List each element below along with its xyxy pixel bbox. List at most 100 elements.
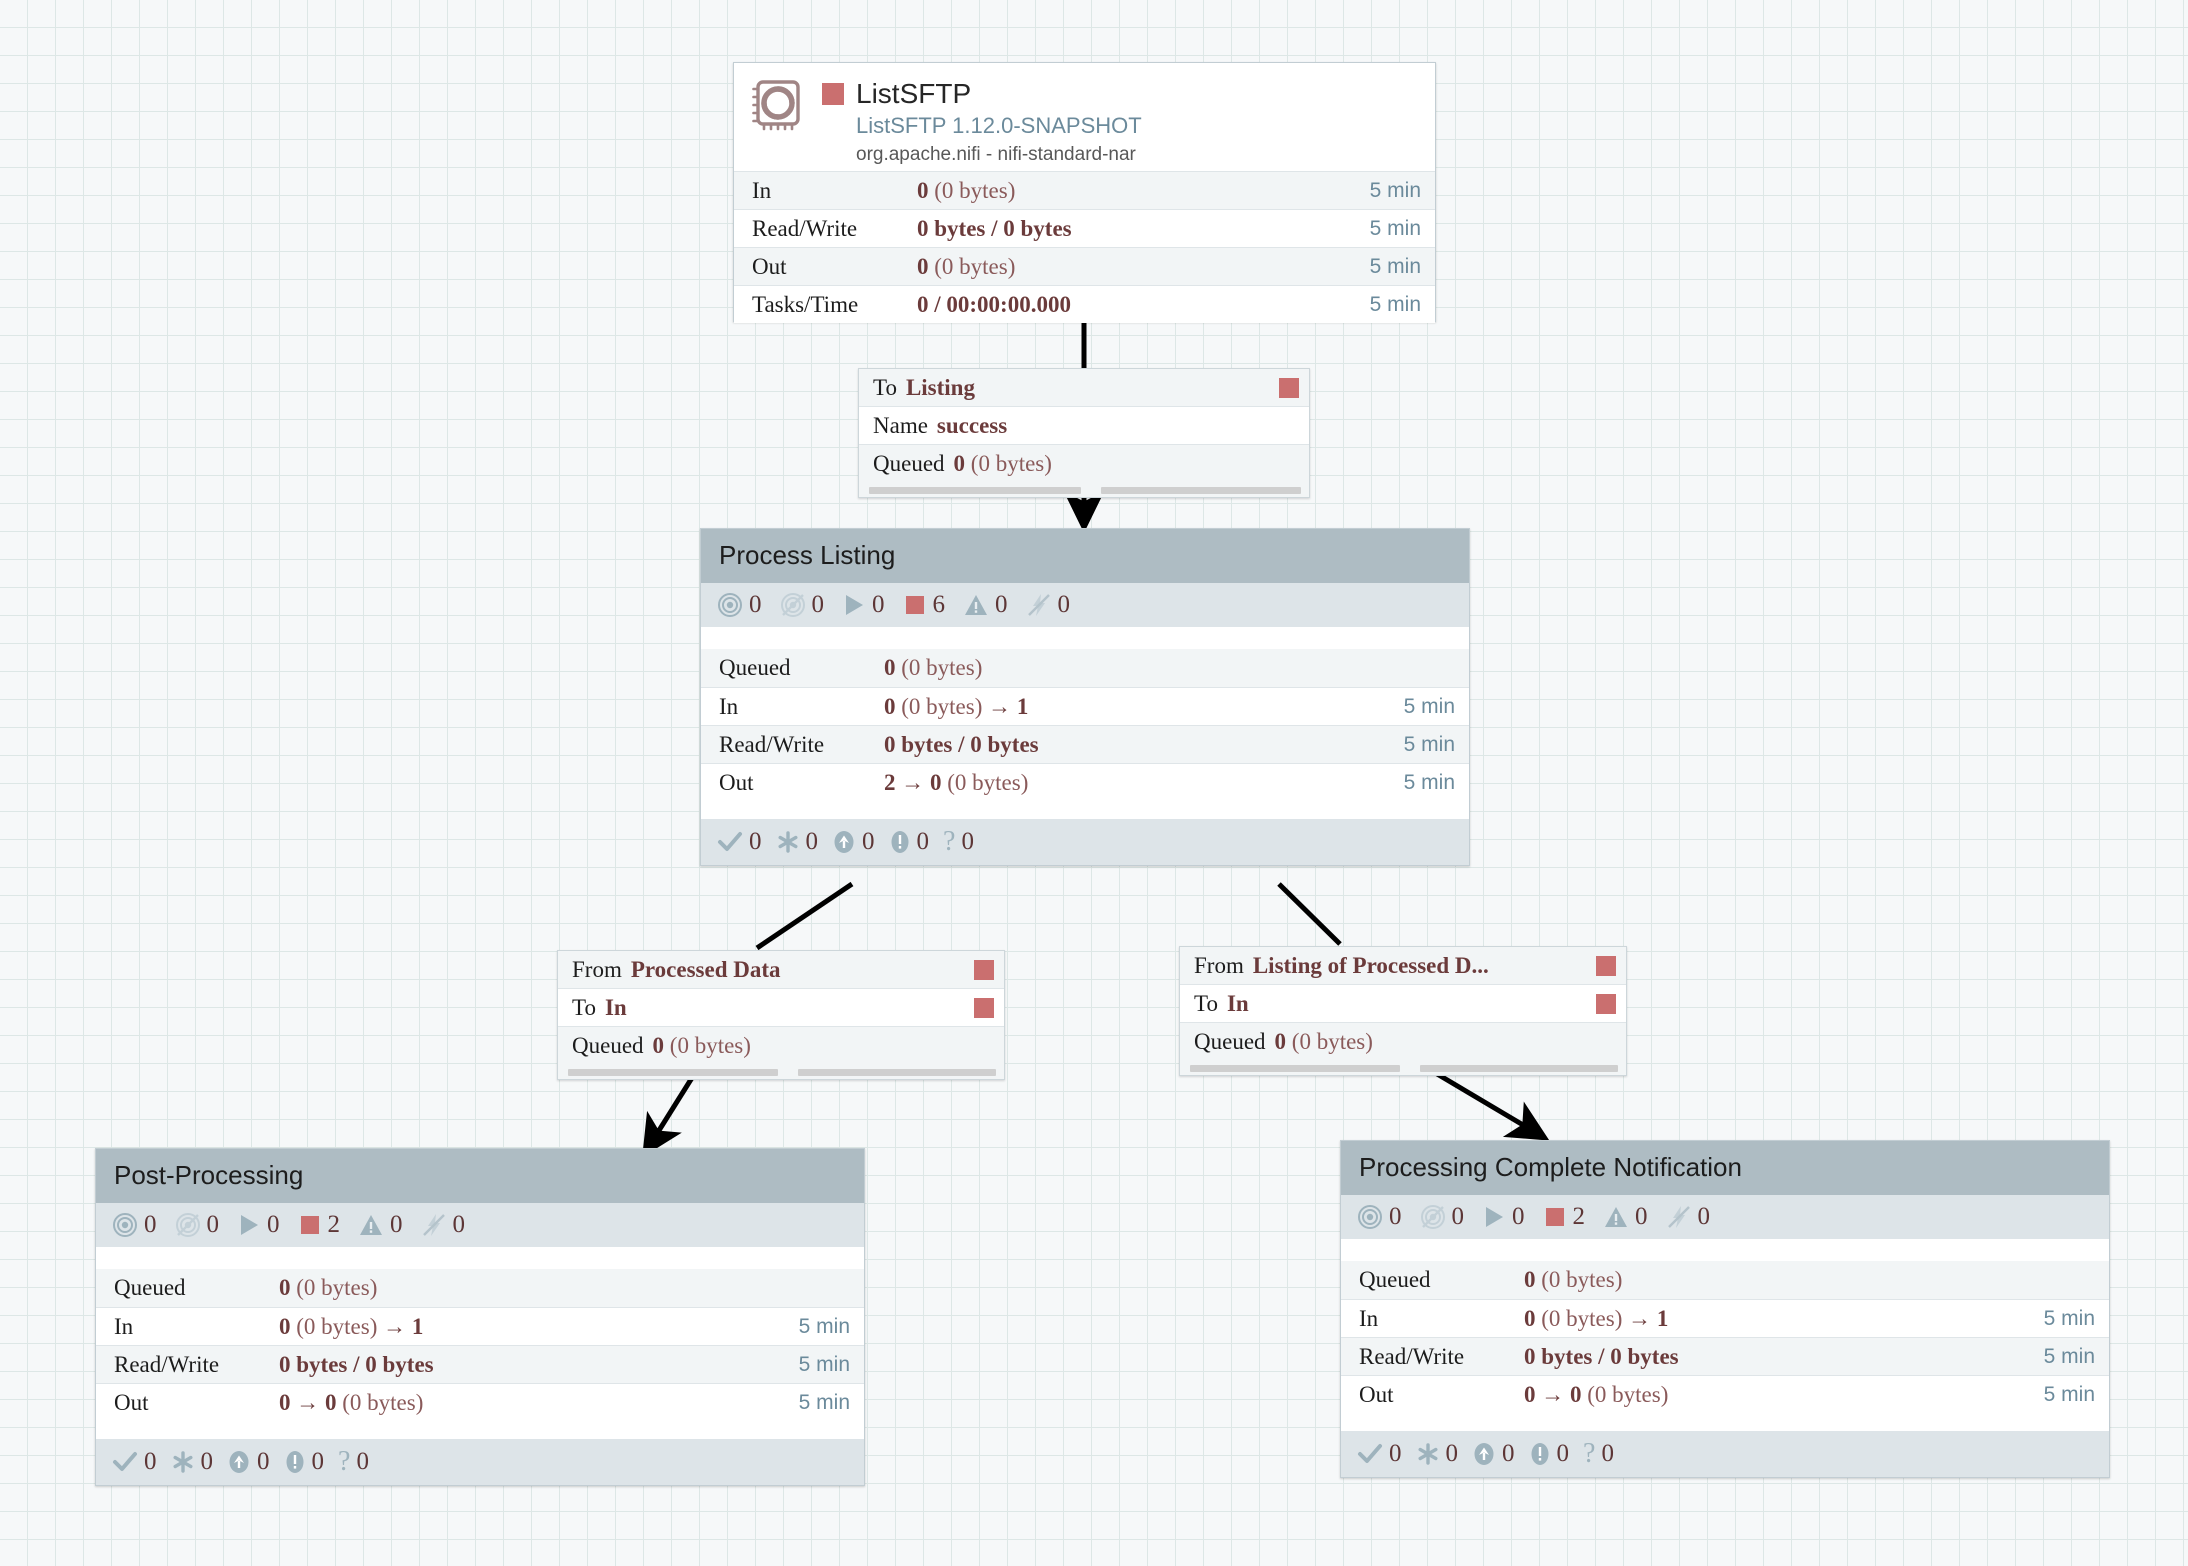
connection-label-processed-data[interactable]: From Processed Data To In Queued 0 (0 by… [557, 950, 1005, 1080]
status-count: 0 [1451, 1203, 1465, 1230]
status-stopped[interactable]: 2 [298, 1211, 340, 1239]
stat-value: 0 (0 bytes) → 1 [1524, 1305, 1669, 1331]
status-stopped[interactable]: 2 [1543, 1203, 1585, 1231]
question-mark-icon: ? [338, 1446, 351, 1477]
processor-icon [750, 77, 808, 135]
process-group-title: Post-Processing [96, 1149, 864, 1203]
question-mark-icon: ? [1583, 1438, 1596, 1469]
status-not-transmitting[interactable]: 0 [1420, 1203, 1465, 1231]
stat-time: 5 min [2043, 1306, 2095, 1330]
status-count: 0 [1635, 1203, 1648, 1230]
connection-row-to: To In [1180, 985, 1626, 1023]
footer-up-arrow[interactable]: 0 [1472, 1440, 1515, 1468]
stat-time: 5 min [2043, 1344, 2095, 1368]
footer-question[interactable]: ? 0 [943, 828, 974, 856]
connection-value: 0 (0 bytes) [953, 451, 1052, 476]
status-transmitting[interactable]: 0 [1357, 1203, 1402, 1231]
footer-count: 0 [1502, 1440, 1515, 1467]
connection-row-from: From Processed Data [558, 951, 1004, 989]
stat-time: 5 min [1369, 178, 1421, 202]
footer-up-arrow[interactable]: 0 [227, 1448, 270, 1476]
status-transmitting[interactable]: 0 [112, 1211, 157, 1239]
status-count: 0 [452, 1211, 466, 1238]
stat-row: In 0 (0 bytes) 5 min [734, 171, 1435, 209]
stopped-square-icon[interactable] [1596, 993, 1616, 1014]
connection-value: Listing [905, 374, 975, 400]
stopped-square-icon[interactable] [974, 959, 994, 980]
process-group-footer-icons: 0 0 0 0 ? 0 [701, 819, 1469, 865]
asterisk-icon [777, 831, 797, 853]
footer-asterisk[interactable]: 0 [776, 828, 818, 856]
connection-label-listing[interactable]: To Listing Name success Queued 0 (0 byte… [858, 368, 1310, 498]
footer-check[interactable]: 0 [717, 828, 762, 856]
stat-value: 0 (0 bytes) [917, 253, 1016, 279]
footer-check[interactable]: 0 [112, 1448, 157, 1476]
asterisk-icon [172, 1451, 192, 1473]
stat-value: 0 bytes / 0 bytes [1524, 1343, 1679, 1369]
disabled-icon [1027, 594, 1050, 616]
footer-exclamation[interactable]: 0 [284, 1448, 324, 1476]
footer-asterisk[interactable]: 0 [1416, 1440, 1459, 1468]
status-count: 0 [144, 1211, 157, 1238]
status-not-transmitting[interactable]: 0 [175, 1211, 219, 1239]
footer-up-arrow[interactable]: 0 [832, 828, 875, 856]
status-invalid[interactable]: 0 [963, 591, 1008, 619]
processor-listsftp[interactable]: ListSFTP ListSFTP 1.12.0-SNAPSHOT org.ap… [733, 62, 1436, 323]
stat-label: Out [719, 769, 754, 795]
stat-value: 0 (0 bytes) [279, 1275, 378, 1300]
process-group-post-processing[interactable]: Post-Processing 0 0 0 2 0 [95, 1148, 865, 1486]
stopped-square-icon[interactable] [1596, 955, 1616, 976]
footer-question[interactable]: ? 0 [1583, 1440, 1614, 1468]
process-group-processing-complete-notification[interactable]: Processing Complete Notification 0 0 0 2… [1340, 1140, 2110, 1478]
running-icon [241, 1215, 258, 1235]
process-group-process-listing[interactable]: Process Listing 0 0 0 6 0 [700, 528, 1470, 866]
status-disabled[interactable]: 0 [1026, 591, 1070, 619]
stopped-square-icon[interactable] [1279, 377, 1299, 398]
footer-check[interactable]: 0 [1357, 1440, 1402, 1468]
status-invalid[interactable]: 0 [358, 1211, 403, 1239]
process-group-stats: Queued 0 (0 bytes) In 0 (0 bytes) → 1 5 … [96, 1269, 864, 1421]
status-stopped[interactable]: 6 [903, 591, 945, 619]
stat-label: Read/Write [752, 215, 858, 241]
stat-row: Read/Write 0 bytes / 0 bytes 5 min [734, 209, 1435, 247]
status-disabled[interactable]: 0 [1666, 1203, 1711, 1231]
stat-label: Out [114, 1389, 149, 1415]
process-group-footer-icons: 0 0 0 0 ? 0 [1341, 1431, 2109, 1477]
status-disabled[interactable]: 0 [421, 1211, 466, 1239]
stat-label: Out [1359, 1381, 1394, 1407]
connection-label-listing-of-processed[interactable]: From Listing of Processed D... To In Que… [1179, 946, 1627, 1076]
spacer [96, 1247, 864, 1269]
process-group-stats: Queued 0 (0 bytes) In 0 (0 bytes) → 1 5 … [701, 649, 1469, 801]
status-transmitting[interactable]: 0 [717, 591, 762, 619]
footer-count: 0 [1445, 1440, 1459, 1467]
stat-row: Queued 0 (0 bytes) [701, 649, 1469, 687]
stat-time: 5 min [1403, 694, 1455, 718]
check-icon [113, 1452, 137, 1471]
footer-exclamation[interactable]: 0 [1529, 1440, 1569, 1468]
stat-row: Out 2 → 0 (0 bytes) 5 min [701, 763, 1469, 801]
stat-label: Out [752, 253, 787, 279]
stat-label: In [752, 177, 772, 203]
connection-key: From [572, 956, 622, 982]
status-invalid[interactable]: 0 [1603, 1203, 1648, 1231]
stat-value: 2 → 0 (0 bytes) [884, 769, 1029, 795]
stopped-square-icon[interactable] [822, 83, 844, 105]
status-running[interactable]: 0 [237, 1211, 280, 1239]
footer-question[interactable]: ? 0 [338, 1448, 369, 1476]
status-running[interactable]: 0 [1482, 1203, 1525, 1231]
status-running[interactable]: 0 [842, 591, 885, 619]
process-group-footer-icons: 0 0 0 0 ? 0 [96, 1439, 864, 1485]
connection-queue-bars [558, 1065, 1004, 1079]
status-count: 0 [1697, 1203, 1711, 1230]
exclamation-circle-icon [891, 831, 908, 853]
transmitting-icon [1358, 1205, 1382, 1229]
stopped-square-icon[interactable] [974, 997, 994, 1018]
footer-count: 0 [144, 1448, 157, 1475]
connection-value: In [604, 994, 627, 1020]
footer-asterisk[interactable]: 0 [171, 1448, 213, 1476]
status-not-transmitting[interactable]: 0 [780, 591, 824, 619]
spacer [701, 801, 1469, 819]
spacer [96, 1421, 864, 1439]
footer-exclamation[interactable]: 0 [889, 828, 929, 856]
